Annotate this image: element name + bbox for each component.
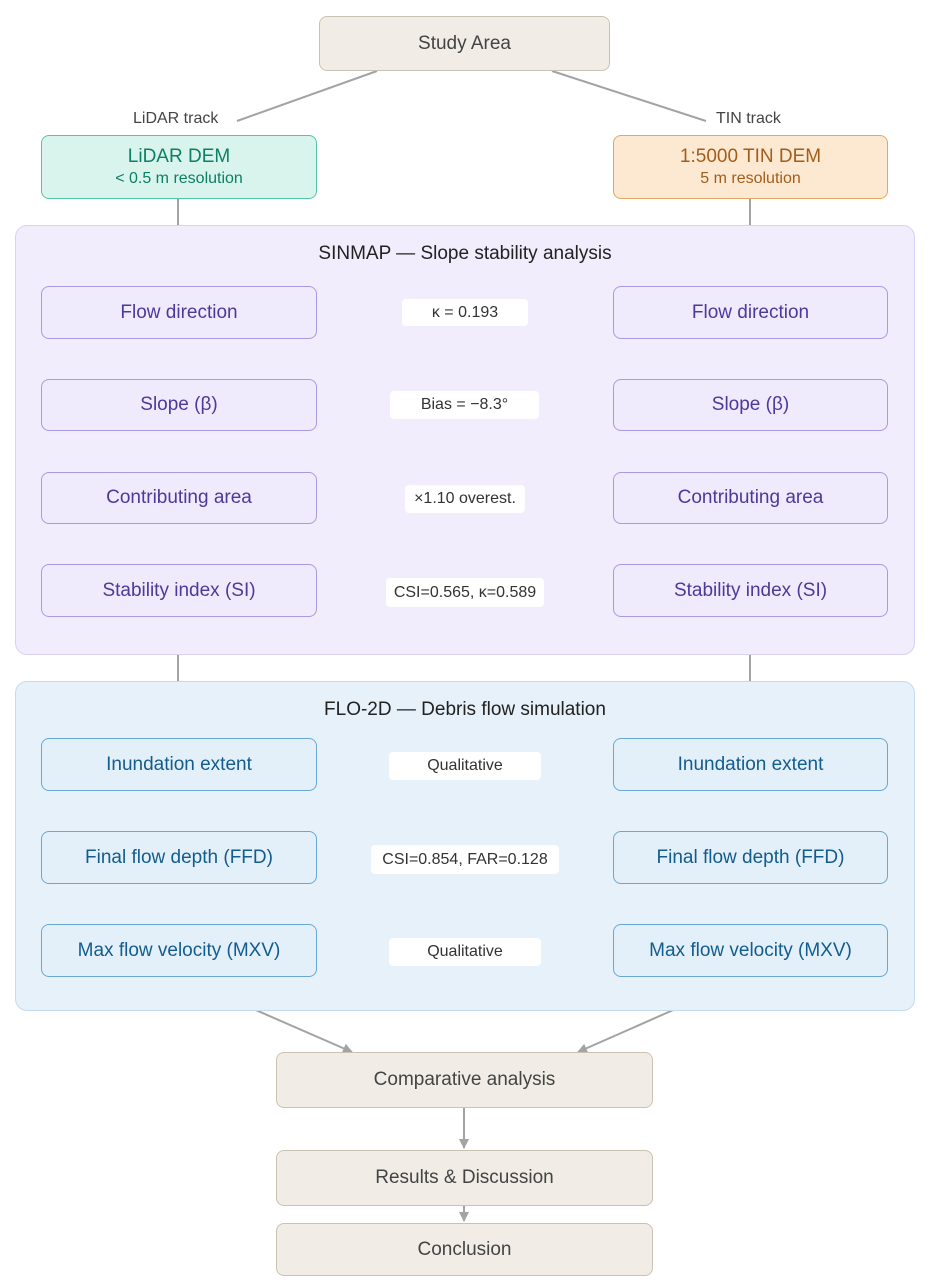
lidar-dem-title: LiDAR DEM — [127, 146, 231, 167]
lidar-stability-index-label: Stability index (SI) — [102, 579, 256, 601]
lidar-stability-index-box: Stability index (SI) — [41, 564, 317, 617]
metric-contributing-area-overest: ×1.10 overest. — [405, 485, 525, 513]
results-discussion-box: Results & Discussion — [276, 1150, 653, 1206]
tin-dem-box: 1:5000 TIN DEM 5 m resolution — [613, 135, 888, 199]
conclusion-label: Conclusion — [417, 1238, 512, 1260]
sinmap-title: SINMAP — Slope stability analysis — [318, 243, 612, 264]
metric-inundation-qualitative: Qualitative — [389, 752, 541, 780]
tin-track-label: TIN track — [716, 110, 781, 127]
lidar-max-flow-velocity-box: Max flow velocity (MXV) — [41, 924, 317, 977]
lidar-flow-direction-label: Flow direction — [120, 301, 238, 323]
tin-stability-index-box: Stability index (SI) — [613, 564, 888, 617]
conclusion-box: Conclusion — [276, 1223, 653, 1276]
lidar-inundation-extent-label: Inundation extent — [106, 753, 252, 775]
tin-contributing-area-label: Contributing area — [677, 487, 824, 508]
lidar-final-flow-depth-box: Final flow depth (FFD) — [41, 831, 317, 884]
flo2d-title: FLO-2D — Debris flow simulation — [324, 699, 606, 720]
tin-contributing-area-box: Contributing area — [613, 472, 888, 524]
tin-slope-box: Slope (β) — [613, 379, 888, 431]
tin-inundation-extent-label: Inundation extent — [677, 753, 824, 775]
lidar-dem-subtitle: < 0.5 m resolution — [115, 170, 243, 187]
tin-final-flow-depth-box: Final flow depth (FFD) — [613, 831, 888, 884]
tin-flow-direction-box: Flow direction — [613, 286, 888, 339]
lidar-track-label: LiDAR track — [133, 110, 219, 127]
tin-flow-direction-label: Flow direction — [691, 301, 810, 323]
tin-stability-index-label: Stability index (SI) — [673, 579, 828, 601]
lidar-dem-box: LiDAR DEM < 0.5 m resolution — [41, 135, 317, 199]
results-discussion-label: Results & Discussion — [375, 1167, 554, 1188]
lidar-slope-box: Slope (β) — [41, 379, 317, 431]
comparative-analysis-label: Comparative analysis — [373, 1069, 556, 1090]
comparative-analysis-box: Comparative analysis — [276, 1052, 653, 1108]
study-to-lidar-connector — [236, 70, 378, 122]
study-area-box: Study Area — [319, 16, 610, 71]
tin-max-flow-velocity-box: Max flow velocity (MXV) — [613, 924, 888, 977]
lidar-contributing-area-box: Contributing area — [41, 472, 317, 524]
study-area-label: Study Area — [418, 32, 511, 54]
tin-slope-label: Slope (β) — [711, 394, 790, 415]
tin-dem-title: 1:5000 TIN DEM — [679, 146, 822, 167]
lidar-final-flow-depth-label: Final flow depth (FFD) — [85, 846, 273, 868]
metric-stability-index-csi: CSI=0.565, κ=0.589 — [386, 578, 544, 607]
metric-max-flow-velocity-qualitative: Qualitative — [389, 938, 541, 966]
tin-max-flow-velocity-label: Max flow velocity (MXV) — [649, 939, 852, 961]
lidar-flow-direction-box: Flow direction — [41, 286, 317, 339]
study-to-tin-connector — [551, 70, 707, 122]
lidar-inundation-extent-box: Inundation extent — [41, 738, 317, 791]
lidar-max-flow-velocity-label: Max flow velocity (MXV) — [77, 939, 281, 961]
lidar-slope-label: Slope (β) — [140, 394, 218, 415]
tin-dem-subtitle: 5 m resolution — [700, 170, 801, 187]
lidar-contributing-area-label: Contributing area — [106, 487, 252, 508]
metric-slope-bias: Bias = −8.3° — [390, 391, 539, 419]
metric-final-flow-depth-csi: CSI=0.854, FAR=0.128 — [371, 845, 559, 874]
tin-inundation-extent-box: Inundation extent — [613, 738, 888, 791]
tin-final-flow-depth-label: Final flow depth (FFD) — [656, 846, 845, 868]
metric-flow-direction-kappa: κ = 0.193 — [402, 299, 528, 326]
